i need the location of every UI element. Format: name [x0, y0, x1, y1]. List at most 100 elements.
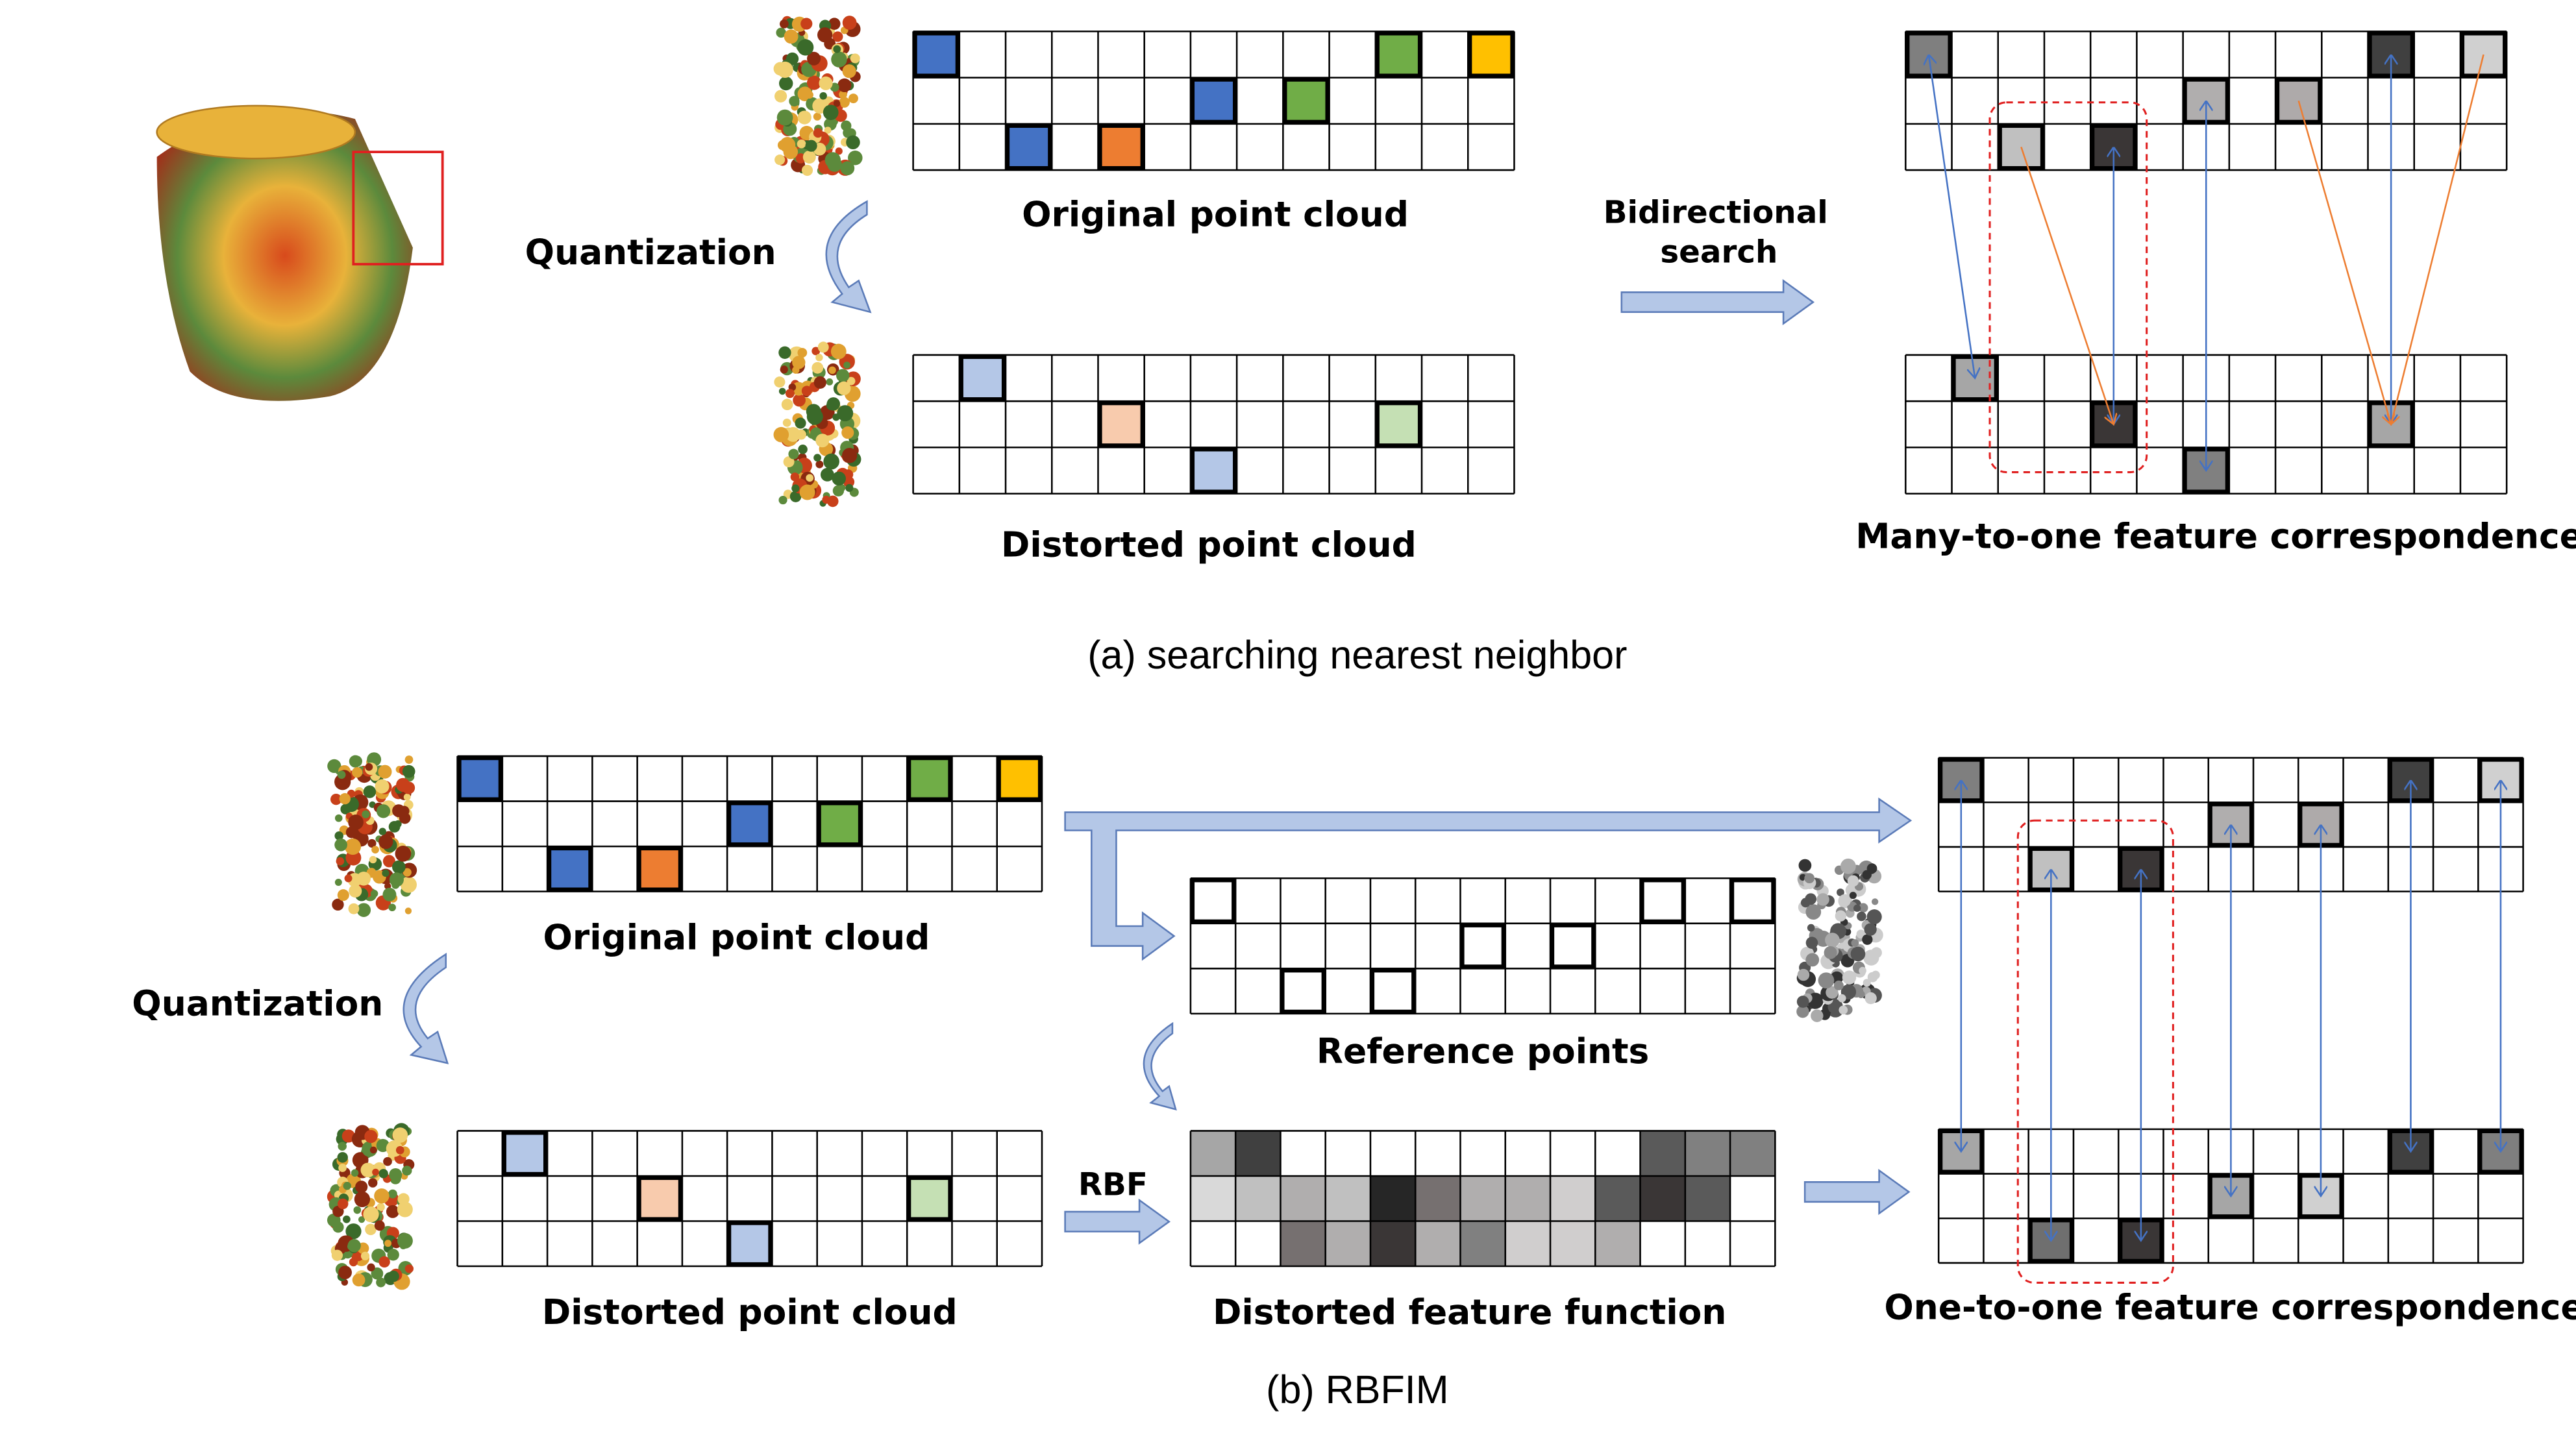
cloud-point: [786, 52, 799, 66]
cloud-point: [1857, 990, 1865, 999]
occupied-voxel: [727, 1221, 773, 1267]
original-grid-a: [912, 31, 1515, 171]
cloud-point: [345, 1223, 362, 1240]
one-to-one-label: One-to-one feature correspondence: [1884, 1286, 2576, 1327]
cloud-point: [400, 876, 417, 893]
distorted-thumbnail-b: [327, 1123, 415, 1290]
cloud-point: [334, 831, 344, 840]
cloud-point: [815, 434, 830, 448]
feature-cell: [1370, 1175, 1416, 1221]
cloud-point: [334, 879, 342, 886]
feature-cell: [1415, 1221, 1461, 1267]
feature-grid-b-bottom: [1937, 1128, 2524, 1264]
cloud-point: [353, 1206, 362, 1214]
feature-cell: [1280, 1221, 1326, 1267]
occupied-voxel: [1280, 968, 1326, 1014]
cloud-point: [842, 16, 857, 30]
cloud-point: [378, 1169, 388, 1179]
occupied-voxel: [727, 801, 773, 847]
cloud-point: [833, 45, 841, 53]
cloud-point: [836, 369, 850, 382]
cloud-point: [352, 1273, 365, 1287]
occupied-voxel: [1550, 923, 1596, 969]
occupied-voxel: [1190, 878, 1236, 924]
cloud-point: [347, 1239, 361, 1253]
cloud-point: [841, 426, 854, 439]
feature-cell: [1325, 1131, 1370, 1176]
cloud-point: [823, 453, 839, 470]
cloud-point: [1805, 937, 1818, 949]
reference-grid: [1189, 877, 1776, 1015]
distorted-label-a: Distorted point cloud: [1001, 524, 1417, 565]
cloud-point: [377, 1203, 385, 1212]
feature-cell: [1595, 1175, 1641, 1221]
cloud-point: [811, 361, 824, 374]
cloud-point: [1805, 953, 1820, 967]
cloud-point: [848, 93, 858, 104]
cloud-point: [371, 846, 379, 854]
many-to-one-highlight: [1988, 101, 2148, 474]
feature-cell: [1730, 1221, 1776, 1267]
cloud-point: [349, 1257, 358, 1267]
cloud-point: [388, 1189, 397, 1199]
cloud-point: [404, 755, 414, 764]
cloud-point: [376, 804, 391, 818]
occupied-voxel: [907, 1175, 952, 1221]
cloud-point: [351, 755, 362, 767]
feature-function-label: Distorted feature function: [1213, 1292, 1726, 1332]
cloud-point: [797, 110, 811, 125]
cloud-point: [1859, 966, 1866, 975]
cloud-point: [386, 1205, 399, 1218]
cloud-point: [798, 445, 808, 454]
cloud-point: [354, 1191, 371, 1208]
cloud-point: [846, 135, 860, 150]
cloud-point: [1825, 933, 1840, 948]
cloud-point: [789, 95, 800, 107]
full-point-cloud-image: [156, 104, 444, 401]
cloud-point: [343, 1215, 351, 1223]
cloud-point: [1853, 904, 1861, 912]
cloud-point: [835, 147, 843, 155]
cloud-point: [1805, 904, 1822, 920]
cloud-point: [1847, 875, 1859, 887]
curved-arrows: [402, 200, 1177, 1111]
cloud-point: [1838, 894, 1851, 907]
feature-cell: [1325, 1221, 1370, 1267]
cloud-point: [382, 869, 390, 877]
cloud-point: [792, 356, 806, 369]
feature-cell: [1460, 1221, 1505, 1267]
cloud-point: [783, 456, 795, 468]
feature-cell: [1550, 1131, 1596, 1176]
feature-cell: [1235, 1175, 1281, 1221]
cloud-point: [792, 366, 800, 374]
occupied-voxel: [1098, 401, 1145, 448]
search-label-1: Bidirectional: [1604, 194, 1828, 230]
cloud-point: [395, 1145, 404, 1155]
cloud-point: [1871, 970, 1880, 979]
cloud-point: [841, 120, 852, 131]
cloud-point: [841, 448, 858, 463]
cloud-point: [358, 1216, 365, 1223]
bidirectional-search-arrow: [1620, 279, 1815, 326]
cloud-point: [1857, 911, 1866, 922]
cloud-point: [1851, 939, 1859, 947]
cloud-point: [369, 855, 377, 864]
occupied-voxel: [2460, 31, 2507, 78]
cloud-point: [1818, 972, 1835, 989]
cloud-point: [1866, 909, 1882, 925]
cloud-point: [388, 1270, 399, 1282]
feature-cell: [1730, 1175, 1776, 1221]
cloud-point: [1796, 996, 1809, 1008]
cloud-point: [404, 1264, 414, 1273]
correspondence-line: [1929, 55, 1975, 378]
cloud-point: [1863, 949, 1879, 966]
cloud-point: [776, 61, 793, 78]
cloud-point: [831, 51, 847, 67]
cloud-point: [1838, 994, 1846, 1003]
original-label-a: Original point cloud: [1022, 194, 1409, 235]
feature-cell: [1640, 1175, 1685, 1221]
cloud-point: [795, 417, 806, 429]
cloud-point: [363, 1206, 379, 1223]
cloud-point: [817, 27, 833, 43]
cloud-point: [822, 495, 830, 504]
